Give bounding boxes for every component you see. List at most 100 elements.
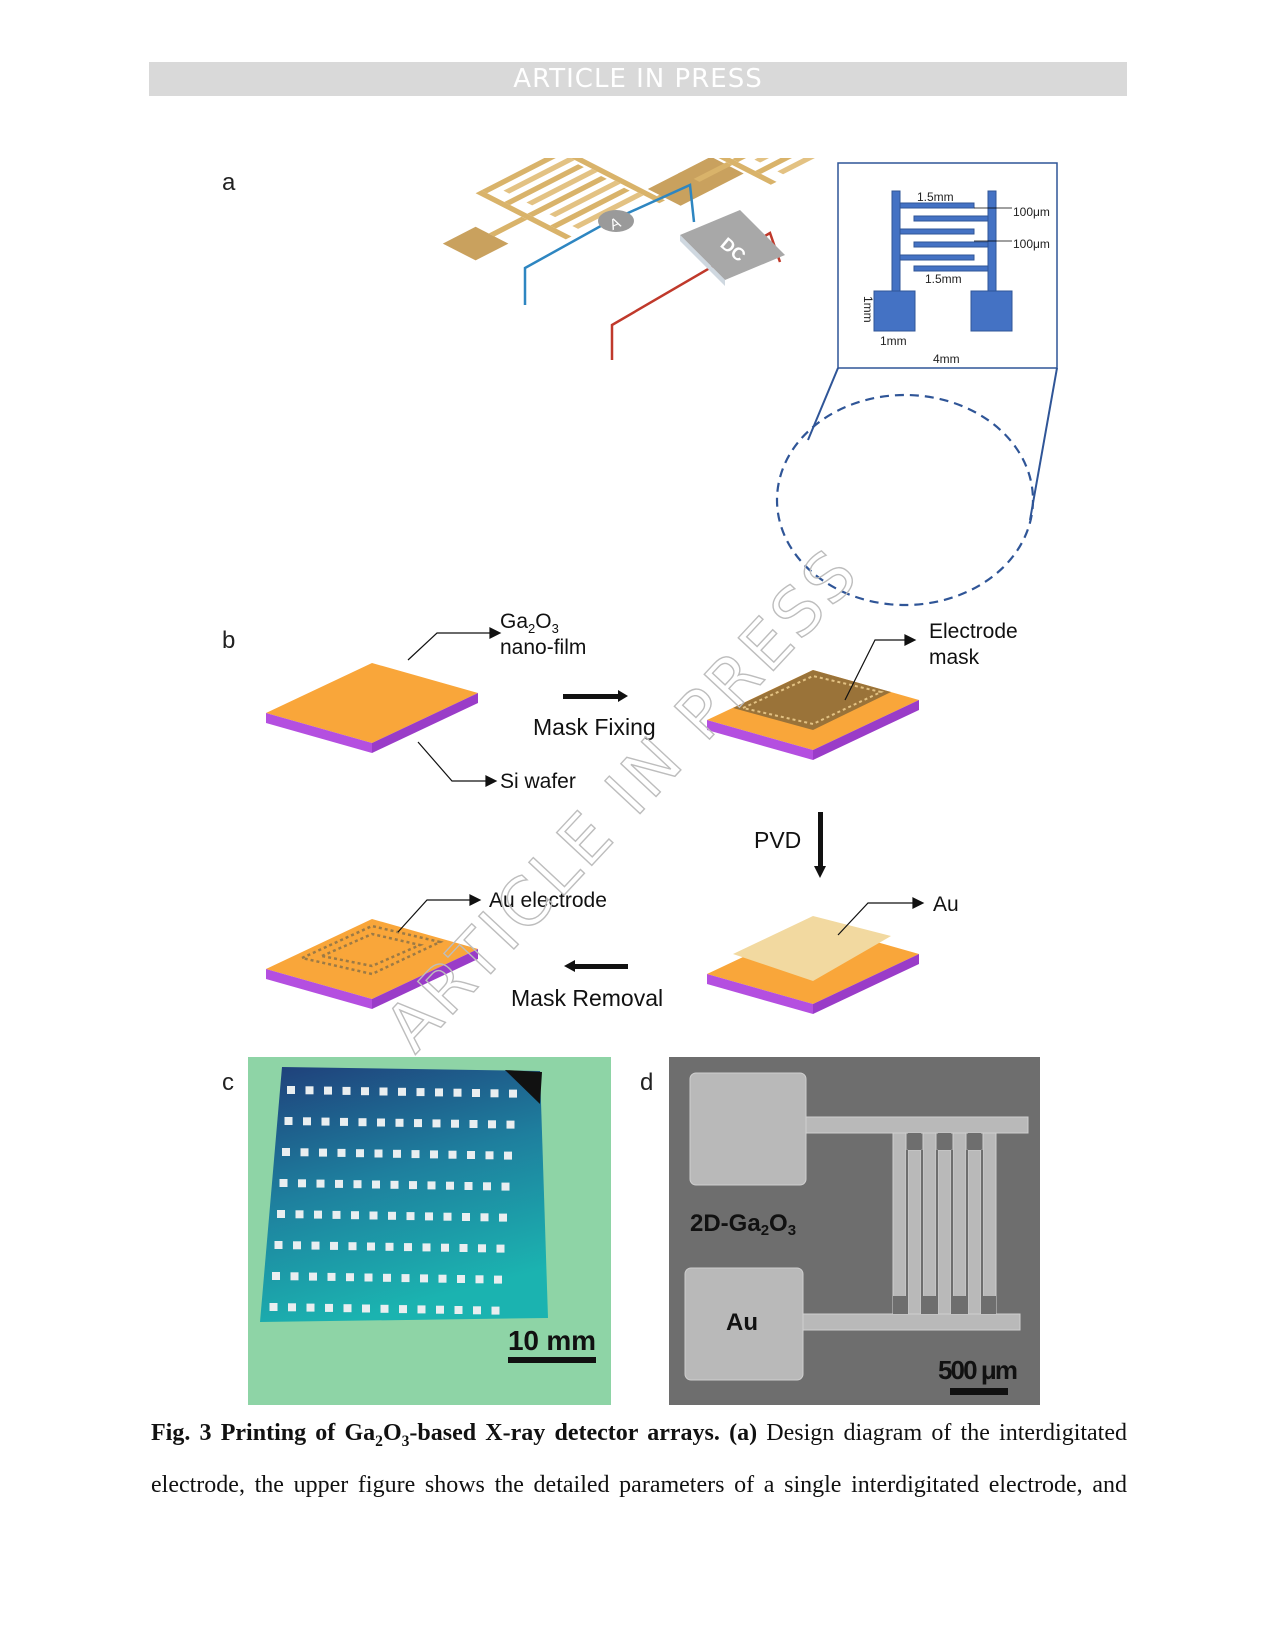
dim-pad-width: 1mm bbox=[880, 334, 907, 348]
electrode-unit bbox=[410, 158, 744, 286]
electrode-unit bbox=[640, 0, 974, 17]
device-pad bbox=[325, 1303, 333, 1312]
device-pad bbox=[401, 1274, 410, 1283]
device-pad bbox=[422, 1243, 431, 1252]
device-pad bbox=[494, 1275, 502, 1284]
wafer-bare bbox=[266, 663, 478, 753]
device-pad bbox=[462, 1213, 470, 1221]
caption-line-1: Fig. 3 Printing of Ga2O3-based X-ray det… bbox=[151, 1420, 1127, 1451]
device-pad bbox=[404, 1243, 412, 1252]
process-arrow-pvd bbox=[814, 812, 826, 878]
dim-finger-gap: 100μm bbox=[1013, 237, 1050, 251]
device-pad bbox=[306, 1303, 315, 1312]
device-pad bbox=[509, 1089, 517, 1098]
device-pad bbox=[448, 1150, 457, 1159]
device-pad bbox=[446, 1181, 454, 1190]
device-pad bbox=[321, 1117, 330, 1126]
device-pad bbox=[490, 1089, 499, 1098]
device-pad bbox=[351, 1211, 359, 1220]
dc-source-icon bbox=[680, 210, 785, 280]
caption-text: Design diagram of the interdigitated bbox=[766, 1420, 1128, 1446]
device-pad bbox=[379, 1087, 388, 1096]
device-pad bbox=[311, 1241, 320, 1250]
device-pad bbox=[464, 1182, 473, 1190]
device-pad bbox=[411, 1150, 420, 1159]
electrode-unit bbox=[820, 158, 1041, 177]
device-pad bbox=[425, 1212, 433, 1221]
device-pad bbox=[367, 1242, 375, 1251]
scale-bar-label-c: 10 mm bbox=[508, 1325, 596, 1356]
device-pad bbox=[356, 1149, 364, 1158]
device-pad bbox=[369, 1211, 378, 1220]
device-pad bbox=[358, 1118, 367, 1127]
caption-line-2: electrode, the upper figure shows the de… bbox=[151, 1472, 1127, 1498]
device-pad bbox=[309, 1272, 317, 1281]
label-nano-film: nano-film bbox=[500, 636, 586, 659]
label-au-sem: Au bbox=[726, 1309, 758, 1336]
device-pad bbox=[293, 1241, 301, 1250]
dim-finger-length-bottom: 1.5mm bbox=[925, 272, 962, 286]
device-pad bbox=[467, 1151, 475, 1159]
device-pad bbox=[284, 1117, 293, 1125]
device-pad bbox=[361, 1087, 369, 1096]
device-pad bbox=[346, 1273, 354, 1282]
device-array-photo: 10 mm bbox=[248, 1057, 611, 1405]
device-pad bbox=[324, 1086, 332, 1095]
device-pad bbox=[282, 1148, 290, 1156]
device-pad bbox=[335, 1179, 343, 1188]
device-pad bbox=[272, 1272, 280, 1280]
electrode-unit bbox=[631, 0, 965, 122]
device-pad bbox=[454, 1306, 463, 1314]
device-pad bbox=[362, 1304, 370, 1313]
device-pad bbox=[332, 1210, 341, 1219]
au-layer bbox=[733, 916, 891, 981]
device-pad bbox=[499, 1213, 507, 1222]
device-pad bbox=[457, 1275, 465, 1283]
electrode-array-3d bbox=[410, 0, 1041, 286]
device-pad bbox=[406, 1212, 415, 1221]
device-pad bbox=[395, 1118, 404, 1127]
device-pad bbox=[459, 1244, 468, 1252]
label-mask-removal: Mask Removal bbox=[511, 985, 663, 1011]
device-pad bbox=[316, 1179, 325, 1188]
electrode-mask bbox=[733, 670, 891, 730]
device-pad bbox=[330, 1241, 338, 1250]
device-pad bbox=[342, 1086, 351, 1095]
device-pad bbox=[473, 1306, 481, 1315]
device-pad bbox=[416, 1088, 425, 1097]
au-electrode-array bbox=[298, 924, 444, 976]
device-pad bbox=[298, 1179, 306, 1188]
device-pad bbox=[374, 1149, 383, 1158]
label-au-electrode: Au electrode bbox=[489, 889, 607, 912]
device-pad bbox=[472, 1089, 480, 1097]
device-pad bbox=[478, 1244, 486, 1253]
device-pad bbox=[430, 1150, 438, 1159]
label-2d-ga2o3: 2D-Ga2O3 bbox=[690, 1210, 796, 1239]
device-pad bbox=[337, 1148, 346, 1157]
device-pad bbox=[383, 1273, 391, 1282]
label-si-wafer: Si wafer bbox=[500, 770, 576, 793]
electrode-unit bbox=[426, 158, 761, 177]
sem-image: 2D-Ga2O3 Au 500 μm bbox=[669, 1057, 1040, 1405]
label-pvd: PVD bbox=[754, 827, 801, 853]
device-pad bbox=[453, 1088, 462, 1097]
caption-fig-title: Fig. 3 Printing of Ga2O3-based X-ray det… bbox=[151, 1420, 720, 1450]
device-pad bbox=[353, 1180, 362, 1189]
panel-label-c: c bbox=[222, 1069, 234, 1096]
scale-bar-label-d: 500 μm bbox=[938, 1355, 1018, 1385]
device-pad bbox=[319, 1148, 327, 1157]
scale-bar-d bbox=[950, 1388, 1008, 1395]
device-pad bbox=[488, 1120, 496, 1129]
dim-total-width: 4mm bbox=[933, 352, 960, 366]
device-pad bbox=[385, 1242, 394, 1251]
device-pad bbox=[269, 1303, 278, 1311]
device-pad bbox=[277, 1210, 285, 1218]
device-pad bbox=[435, 1088, 443, 1097]
label-mask: mask bbox=[929, 646, 980, 669]
device-pad bbox=[388, 1211, 396, 1220]
device-pad bbox=[399, 1305, 407, 1314]
device-pad bbox=[340, 1117, 348, 1126]
device-pad bbox=[485, 1151, 494, 1160]
device-pad bbox=[398, 1087, 406, 1096]
electrode-dimension-inset: 1.5mm 1.5mm 100μm 100μm 1mm 1mm 4mm bbox=[837, 162, 1058, 369]
